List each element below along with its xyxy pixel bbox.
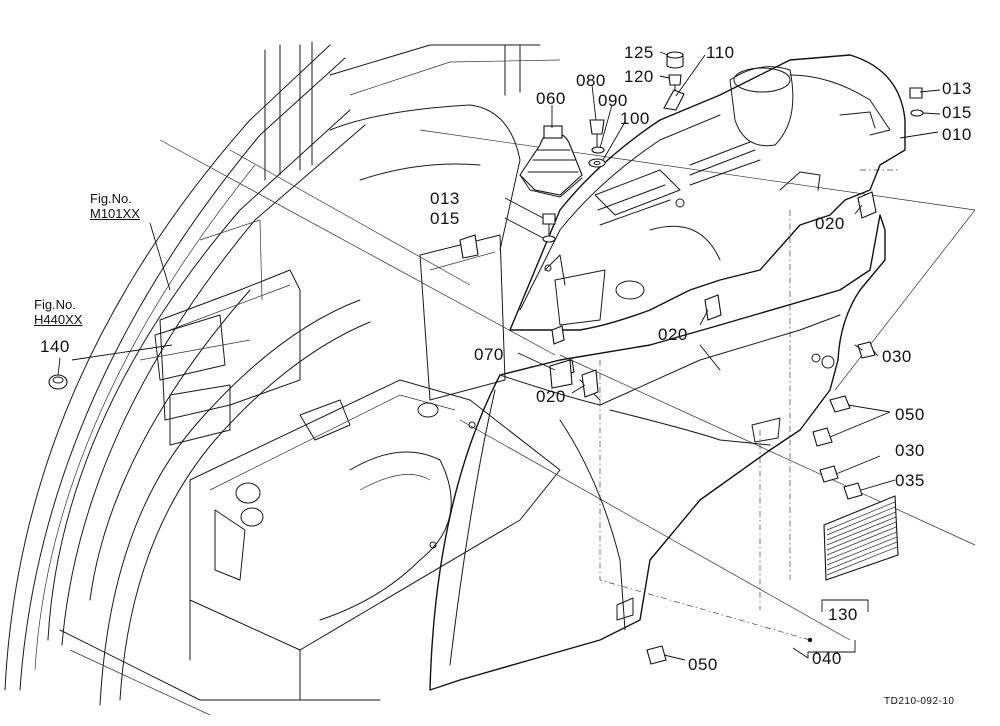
- callout-090: 090: [598, 91, 628, 110]
- figure-ref-m101: Fig.No. M101XX: [90, 191, 140, 222]
- callout-040: 040: [812, 649, 842, 668]
- figure-ref-h440: Fig.No. H440XX: [34, 297, 83, 328]
- figure-ref-h440-number: H440XX: [34, 311, 83, 327]
- callout-015-mid: 015: [430, 209, 460, 228]
- callout-050-right: 050: [895, 405, 925, 424]
- decal-130: [823, 495, 899, 581]
- callout-035: 035: [895, 471, 925, 490]
- console-lower-panel: [429, 214, 886, 691]
- figure-ref-m101-number: M101XX: [90, 205, 140, 221]
- callout-020-right: 020: [815, 214, 845, 233]
- callout-080: 080: [576, 71, 606, 90]
- callout-110: 110: [706, 43, 735, 62]
- callout-015-top: 015: [942, 103, 972, 122]
- cab-frame: [4, 41, 561, 716]
- callout-020-low: 020: [536, 387, 566, 406]
- shift-boot: [519, 125, 583, 198]
- callout-030-top: 030: [882, 347, 912, 366]
- figure-ref-m101-label: Fig.No.: [90, 191, 132, 206]
- callout-130: 130: [828, 605, 858, 624]
- figure-ref-h440-label: Fig.No.: [34, 297, 76, 312]
- callout-050-bottom: 050: [688, 655, 718, 674]
- callout-060: 060: [536, 89, 566, 108]
- drawing-code: TD210-092-10: [884, 696, 955, 707]
- hardware: [48, 51, 924, 665]
- callout-013-top: 013: [942, 79, 972, 98]
- callout-030-low: 030: [895, 441, 925, 460]
- console-upper-cover: [509, 54, 906, 331]
- alignment-lines: [139, 129, 976, 641]
- callout-070: 070: [474, 345, 504, 364]
- leader-lines: [57, 51, 941, 661]
- callout-120: 120: [624, 67, 654, 86]
- callout-013-mid: 013: [430, 189, 460, 208]
- callout-140: 140: [40, 337, 70, 356]
- callout-125: 125: [624, 43, 654, 62]
- clips: [459, 191, 877, 398]
- callout-010: 010: [942, 125, 972, 144]
- callout-020-mid: 020: [658, 325, 688, 344]
- callout-100: 100: [620, 109, 650, 128]
